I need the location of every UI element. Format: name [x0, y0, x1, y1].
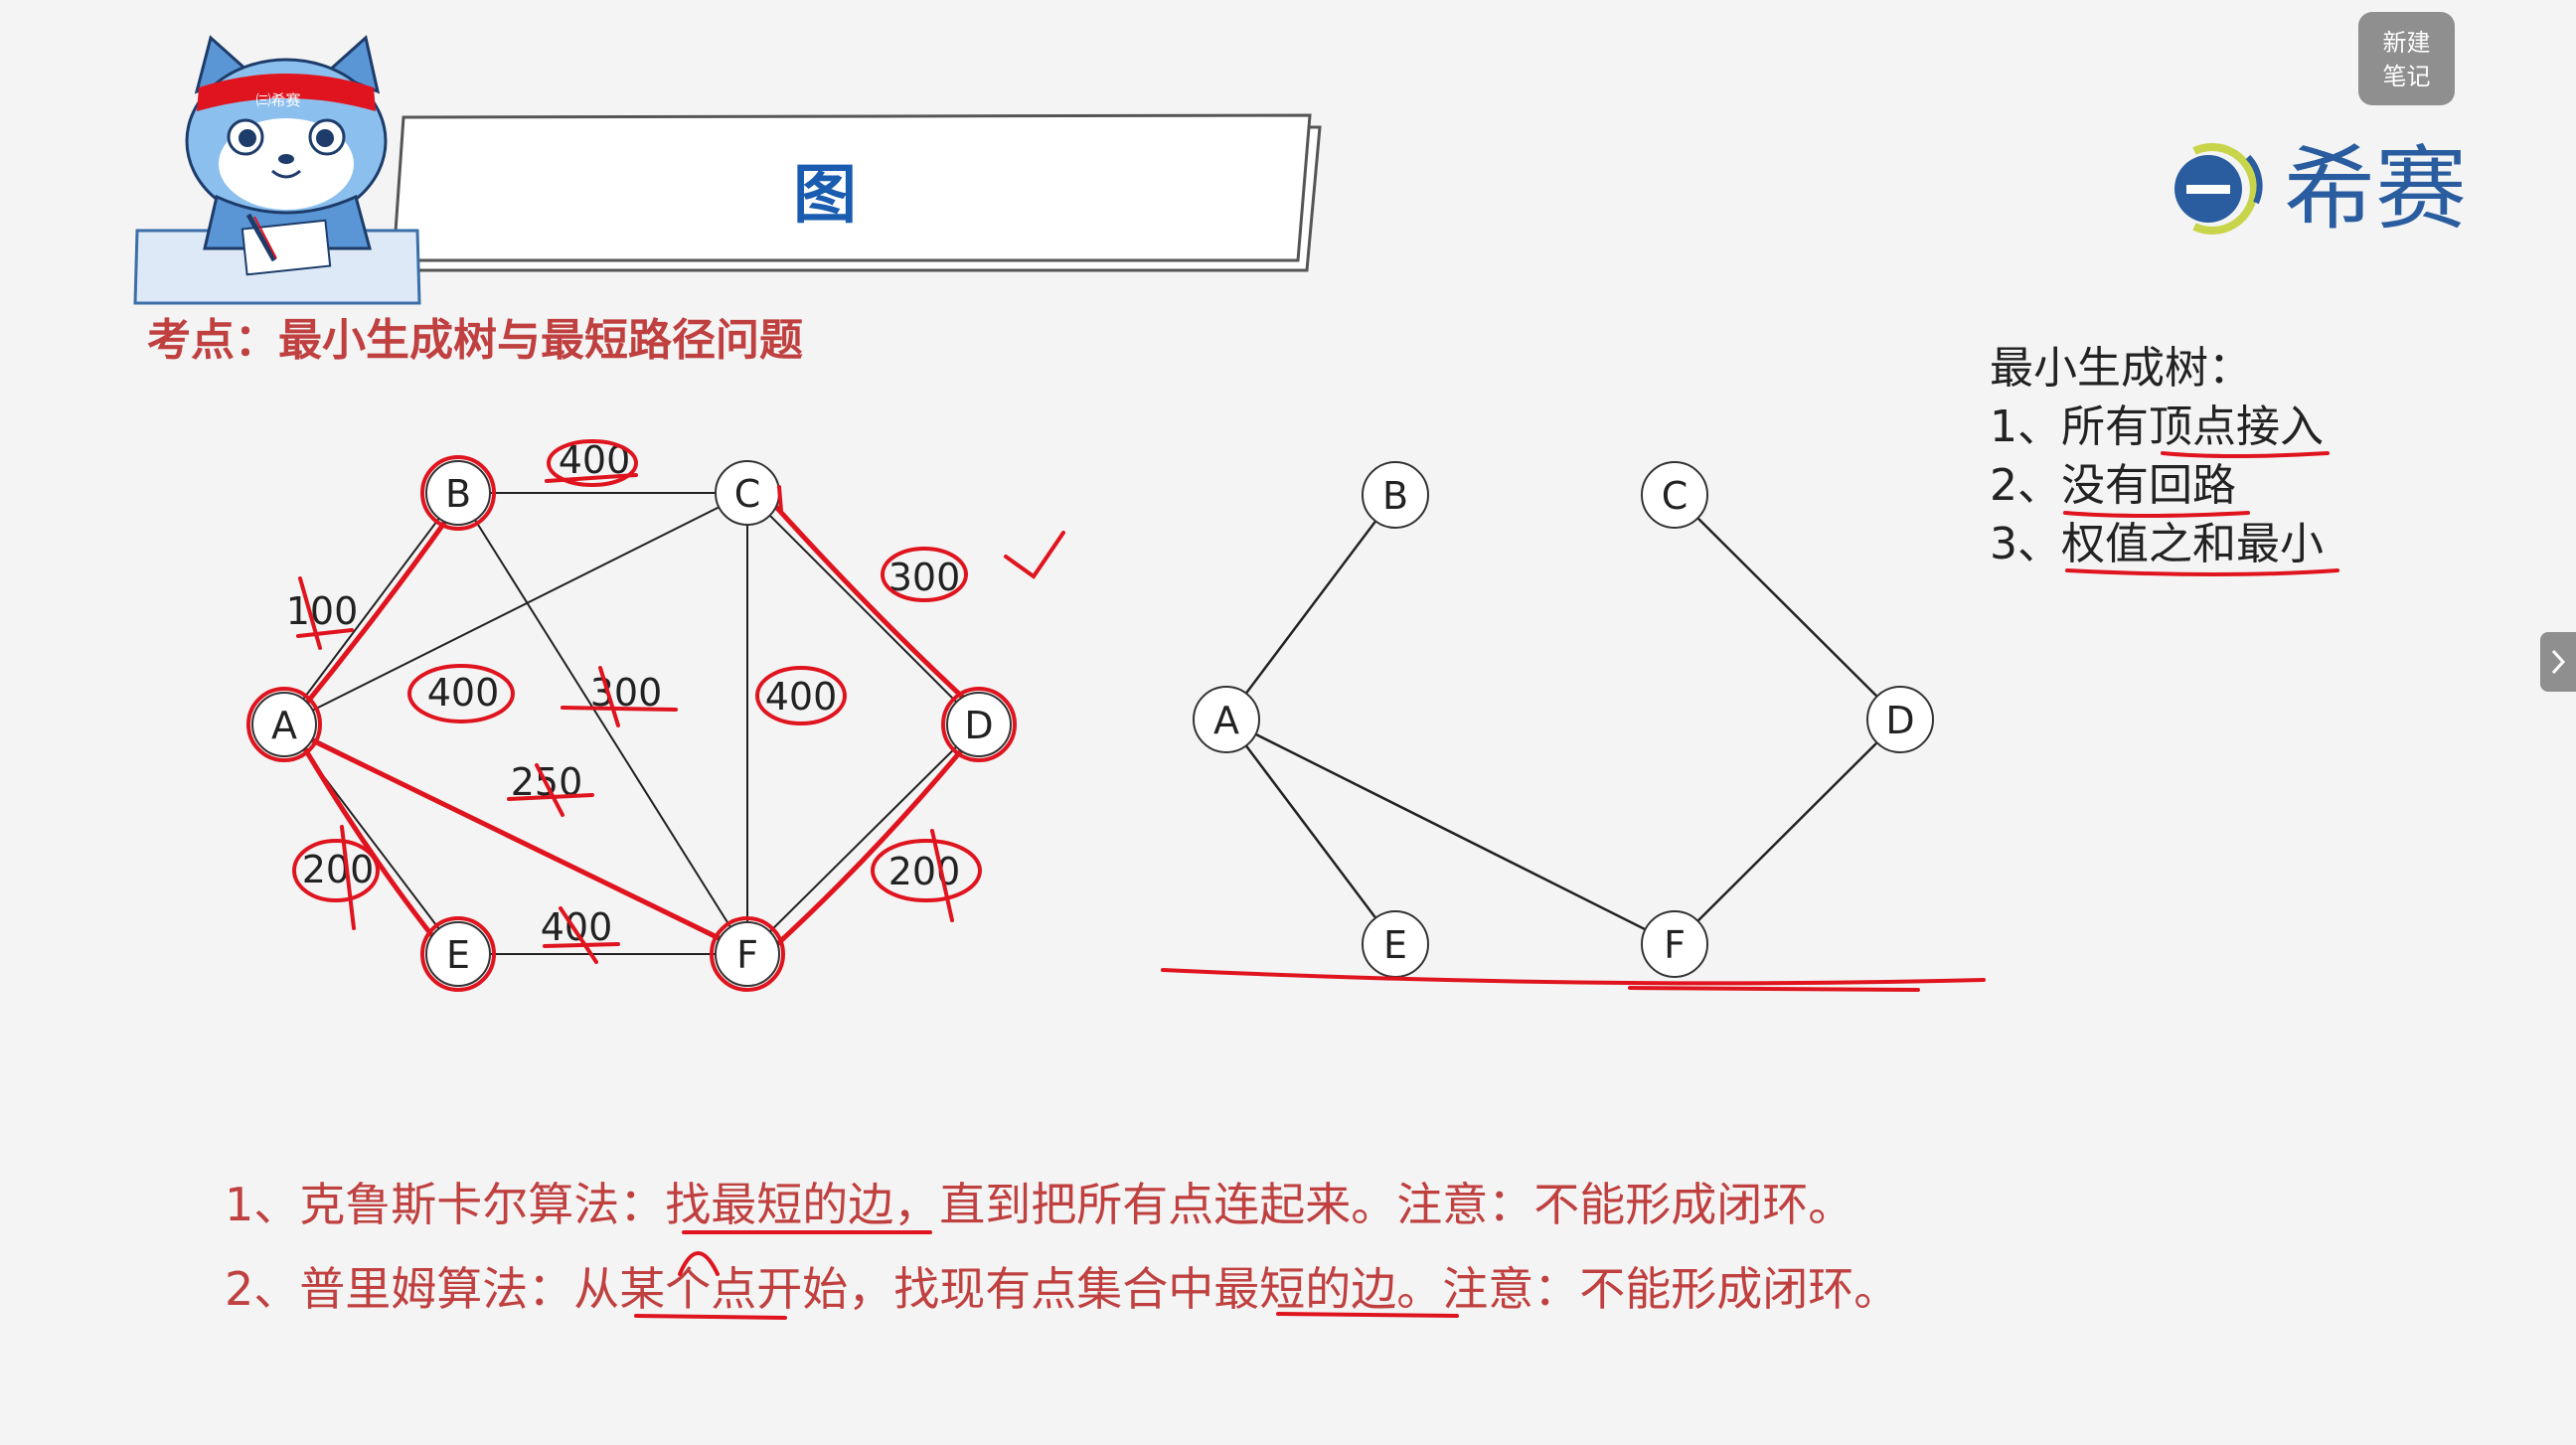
tree-node-a-label: A	[1213, 699, 1239, 742]
tree-node-c-label: C	[1662, 474, 1689, 518]
graph-node-e: E	[420, 916, 496, 992]
graph-node-a: A	[246, 687, 322, 762]
mst-rules-heading: 最小生成树：	[1990, 343, 2252, 394]
tree-node-d: D	[1866, 686, 1934, 753]
graph-node-c: C	[715, 460, 780, 526]
tree-edge-a-e	[1225, 719, 1396, 945]
graph-node-f: F	[710, 916, 785, 992]
tree-node-e: E	[1362, 910, 1429, 978]
graph-node-b-label: B	[445, 472, 471, 516]
tree-underline	[1161, 968, 1986, 992]
tree-edge-c-d	[1674, 494, 1901, 721]
tree-node-c: C	[1641, 461, 1708, 529]
graph-edges	[283, 492, 980, 955]
tree-node-e-label: E	[1383, 923, 1407, 967]
tree-node-a: A	[1193, 686, 1260, 753]
brand-name: 希赛	[2284, 136, 2467, 242]
edge-a-b	[283, 492, 459, 725]
tree-node-d-label: D	[1885, 699, 1914, 742]
graph-node-e-label: E	[446, 933, 470, 977]
weight-e-f: 400	[541, 905, 613, 949]
mascot-cat-icon: ㈢希赛	[133, 35, 421, 305]
mst-rule-2: 2、没有回路	[1990, 460, 2236, 511]
weight-a-b: 100	[286, 589, 359, 633]
graph-node-d-label: D	[964, 704, 993, 747]
page-title: 图	[793, 159, 857, 233]
brand-logo: 希赛	[2174, 136, 2467, 242]
graph-node-a-label: A	[271, 704, 297, 747]
tree-edge-a-b	[1225, 494, 1396, 721]
tree-node-b-label: B	[1382, 474, 1408, 518]
weight-d-f: 200	[888, 850, 961, 893]
new-note-label-2: 笔记	[2382, 63, 2431, 90]
side-panel-toggle[interactable]	[2540, 632, 2576, 692]
mst-rules: 最小生成树： 1、所有顶点接入 2、没有回路 3、权值之和最小	[1990, 343, 2339, 576]
graph-node-d: D	[941, 687, 1017, 762]
tree-node-f-label: F	[1664, 923, 1686, 967]
new-note-button[interactable]: 新建 笔记	[2358, 12, 2455, 105]
tree-edge-d-f	[1674, 719, 1901, 945]
weight-a-e: 200	[302, 848, 375, 891]
new-note-label-1: 新建	[2382, 29, 2431, 57]
mst-tree: A B C D E F	[1161, 461, 1986, 992]
tree-edge-a-f	[1225, 718, 1676, 946]
algorithm-prim: 2、普里姆算法：从某个点开始，找现有点集合中最短的边。注意：不能形成闭环。	[225, 1262, 1899, 1316]
edge-d-f	[746, 723, 980, 955]
graph-node-f-label: F	[736, 933, 758, 977]
weight-a-c: 400	[427, 671, 500, 715]
graph-node-b: B	[420, 455, 496, 531]
tree-node-f: F	[1641, 910, 1708, 978]
title-banner: 图	[392, 113, 1322, 272]
edge-b-f	[457, 492, 748, 955]
weight-c-f: 400	[765, 675, 838, 719]
handwritten-annotations	[292, 439, 1065, 964]
graph-node-c-label: C	[734, 472, 761, 516]
mascot-headband-text: ㈢希赛	[255, 91, 300, 109]
graph-nodes: A B C D E F	[246, 455, 1017, 992]
graph-mst-highlight	[295, 492, 977, 949]
edge-a-c	[283, 492, 748, 725]
mst-rule-3: 3、权值之和最小	[1990, 519, 2324, 569]
edge-c-d	[746, 492, 980, 725]
subtitle: 考点：最小生成树与最短路径问题	[147, 315, 803, 366]
weight-c-d: 300	[888, 556, 961, 599]
chevron-right-icon	[2551, 649, 2566, 675]
mst-rule-1: 1、所有顶点接入	[1990, 401, 2324, 452]
algorithm-kruskal: 1、克鲁斯卡尔算法：找最短的边，直到把所有点连起来。注意：不能形成闭环。	[225, 1178, 1853, 1231]
graph-weights: 100 400 200 250 400 300 300 400 200 400	[286, 438, 961, 949]
tree-node-b: B	[1362, 461, 1429, 529]
algorithm-notes: 1、克鲁斯卡尔算法：找最短的边，直到把所有点连起来。注意：不能形成闭环。 2、普…	[225, 1178, 1899, 1320]
